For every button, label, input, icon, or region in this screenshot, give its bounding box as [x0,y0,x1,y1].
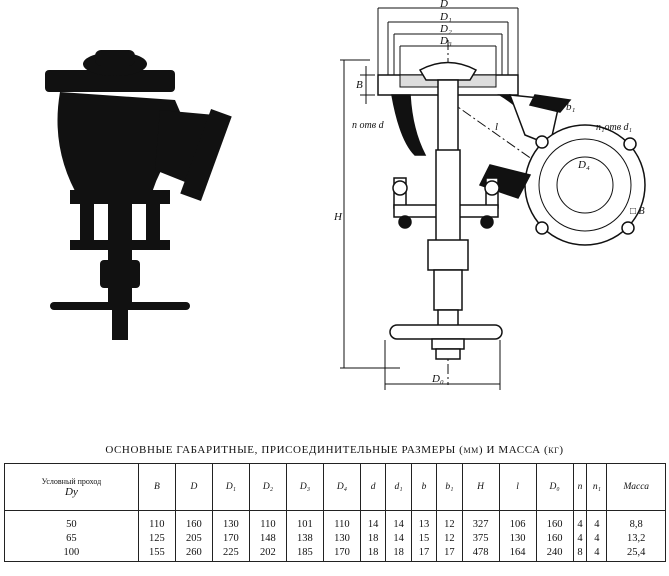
label-n1-d1: n₁отв d₁ [596,122,632,133]
table-cell: 110 [137,510,176,531]
label-b1: b₁ [566,101,576,113]
label-D1: D₁ [439,11,452,23]
table-cell: 160 [535,531,574,545]
label-D: D [439,0,448,10]
table-cell: 4 [572,531,588,545]
table-cell: 125 [137,531,176,545]
table-cell: 160 [174,510,213,531]
table-cell: 164 [498,545,537,562]
label-D0: D₀ [431,373,444,385]
header-cell: B [137,463,176,511]
table-cell: 14 [359,510,387,531]
table-cell: 327 [461,510,500,531]
header-cell: d [359,463,387,511]
table-cell: 155 [137,545,176,562]
table-cell: 13 [410,510,438,531]
label-B: B [356,79,363,91]
header-cell: D [174,463,213,511]
table-cell: 14 [385,531,412,545]
header-cell: D₄ [322,463,361,511]
table-cell: 205 [174,531,213,545]
header-dy-symbol: Dy [65,485,78,498]
table-cell: 4 [586,531,608,545]
table-cell: 17 [436,545,463,562]
table-cell: 12 [436,531,463,545]
header-cell: b₁ [436,463,463,511]
header-cell: n₁ [586,463,608,511]
header-cell: D₂ [248,463,287,511]
header-nominal-bore-label: Условный проход [41,476,102,486]
table-cell: 130 [211,510,250,531]
table-cell: 13,2 [606,531,666,545]
label-H: H [333,211,343,223]
table-cell: 106 [498,510,537,531]
table-cell: 185 [285,545,324,562]
table-cell: 12 [436,510,463,531]
label-square-b: □ B [630,206,645,217]
header-nominal-bore: Условный проход Dy [4,463,139,511]
label-D4: D₄ [577,159,590,171]
label-n-d: n отв d [352,120,385,131]
table-cell: 202 [248,545,287,562]
table-cell: 15 [410,531,438,545]
table-cell: 478 [461,545,500,562]
table-cell: 4 [572,510,588,531]
table-cell: 25,4 [606,545,666,562]
table-cell: 130 [498,531,537,545]
table-cell: 50 [4,510,139,531]
table-cell: 14 [385,510,412,531]
table-cell: 110 [322,510,361,531]
table-cell: 18 [385,545,412,562]
header-cell: d₁ [385,463,412,511]
header-cell: n [572,463,588,511]
header-cell: l [498,463,537,511]
table-cell: 8,8 [606,510,666,531]
table-title: ОСНОВНЫЕ ГАБАРИТНЫЕ, ПРИСОЕДИНИТЕЛЬНЫЕ Р… [105,444,564,456]
table-cell: 8 [572,545,588,562]
table-cell: 18 [359,545,387,562]
valve-photo [45,50,232,340]
label-D2: D₂ [439,23,452,35]
label-D3: D₃ [439,35,452,47]
valve-drawing: D D₁ D₂ D₃ H B n отв d l b₁ D₄ n₁отв d₁ … [333,0,646,390]
header-cell: Масса [606,463,666,511]
header-cell: H [461,463,500,511]
table-cell: 4 [586,510,608,531]
table-cell: 170 [322,545,361,562]
header-cell: D₃ [285,463,324,511]
table-cell: 240 [535,545,574,562]
table-cell: 375 [461,531,500,545]
table-cell: 148 [248,531,287,545]
table-cell: 100 [4,545,139,562]
table-cell: 18 [359,531,387,545]
table-cell: 4 [586,545,608,562]
header-cell: D₀ [535,463,574,511]
table-cell: 225 [211,545,250,562]
label-l: l [495,121,498,133]
table-cell: 130 [322,531,361,545]
table-cell: 101 [285,510,324,531]
header-cell: D₁ [211,463,250,511]
table-cell: 110 [248,510,287,531]
table-cell: 170 [211,531,250,545]
table-cell: 65 [4,531,139,545]
table-cell: 138 [285,531,324,545]
table-cell: 17 [410,545,438,562]
table-cell: 260 [174,545,213,562]
table-cell: 160 [535,510,574,531]
header-cell: b [410,463,438,511]
